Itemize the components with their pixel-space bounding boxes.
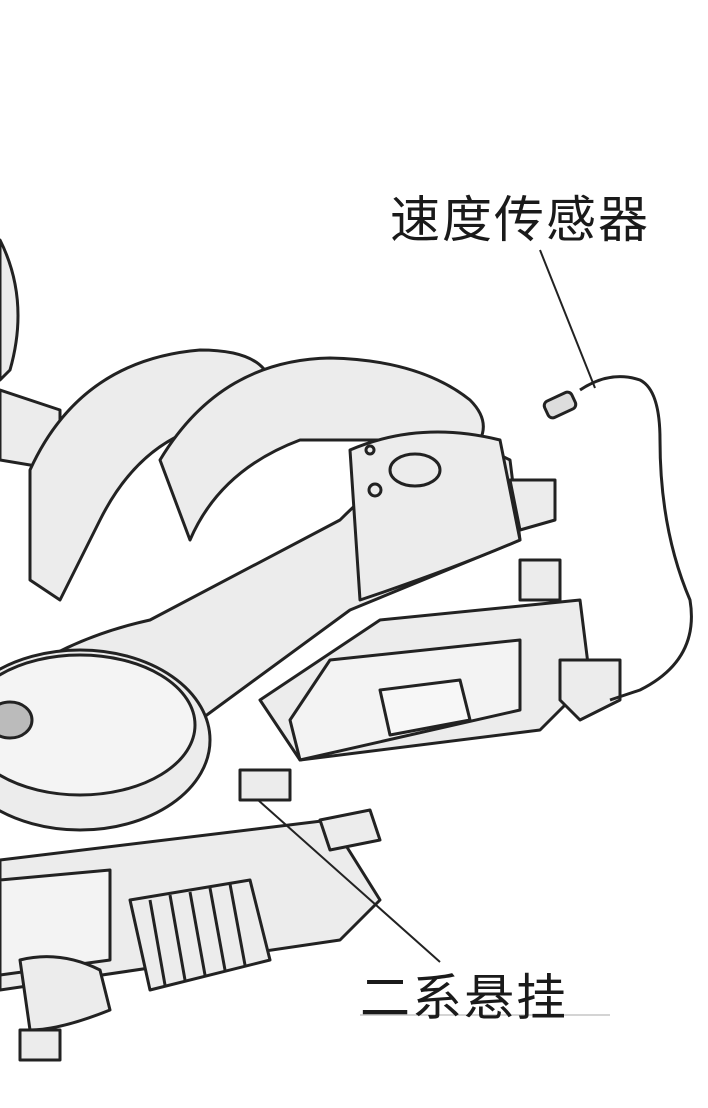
leader-speed-sensor: [539, 249, 596, 389]
wheel-edge-top-left: [0, 238, 20, 382]
wheel-right: [158, 356, 485, 542]
spring-bellows: [128, 878, 272, 992]
speed-sensor: [542, 375, 693, 702]
mount-right: [558, 658, 622, 722]
secondary-suspension-label: 二系悬挂: [360, 969, 568, 1027]
axle-box: [348, 430, 522, 602]
bottom-coupling: [18, 955, 112, 1032]
bracket-right: [508, 478, 557, 532]
speed-sensor-label: 速度传感器: [390, 191, 650, 249]
leader-suspension: [257, 799, 441, 963]
axle-cap: [388, 452, 442, 488]
